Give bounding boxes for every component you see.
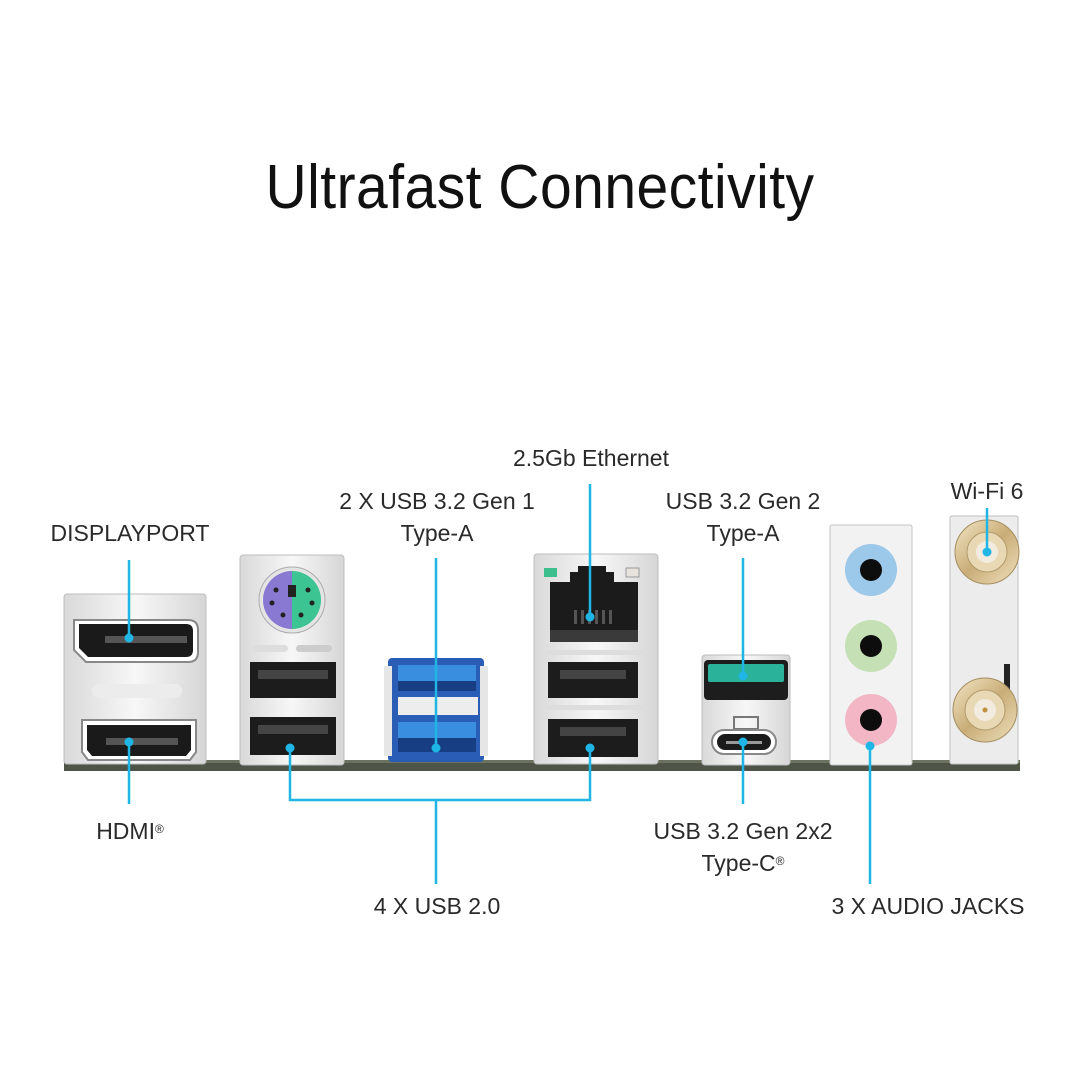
label-usb-type-c-line2: Type-C® bbox=[654, 847, 833, 879]
displayport-port bbox=[73, 619, 199, 663]
label-usb32-gen1-line2: Type-A bbox=[400, 520, 474, 546]
ethernet-port bbox=[550, 566, 638, 642]
callout-lines bbox=[127, 484, 989, 884]
displayport-hdmi-block bbox=[63, 593, 207, 765]
ps2-port bbox=[258, 566, 326, 634]
label-usb32-gen2-line1: USB 3.2 Gen 2 bbox=[665, 488, 821, 514]
pcb-edge bbox=[64, 760, 1020, 771]
registered-mark: ® bbox=[775, 854, 785, 868]
hdmi-port bbox=[81, 719, 197, 761]
ps2-usb20-block bbox=[239, 554, 345, 766]
registered-mark: ® bbox=[154, 822, 164, 836]
usb20-port bbox=[548, 662, 638, 698]
label-wifi: Wi-Fi 6 bbox=[950, 478, 1024, 504]
label-usb-type-c-line1: USB 3.2 Gen 2x2 bbox=[653, 818, 833, 844]
audio-jack-pink bbox=[845, 694, 897, 746]
usb20-port bbox=[250, 662, 336, 698]
label-usb-type-c-text: Type-C bbox=[701, 850, 776, 876]
label-usb32-gen2-line2: Type-A bbox=[706, 520, 780, 546]
label-usb20: 4 X USB 2.0 bbox=[373, 893, 501, 919]
label-usb32-gen1: 2 X USB 3.2 Gen 1 Type-A bbox=[339, 485, 535, 549]
audio-jack-green bbox=[845, 620, 897, 672]
usb32-gen2-port bbox=[704, 660, 788, 700]
label-hdmi: HDMI® bbox=[96, 815, 164, 847]
label-usb32-gen1-line1: 2 X USB 3.2 Gen 1 bbox=[339, 488, 535, 514]
label-hdmi-text: HDMI bbox=[96, 818, 155, 844]
wifi-antenna-connector bbox=[952, 677, 1018, 743]
label-audio-jacks: 3 X AUDIO JACKS bbox=[831, 893, 1025, 919]
label-usb-type-c: USB 3.2 Gen 2x2 Type-C® bbox=[654, 815, 833, 879]
label-displayport: DISPLAYPORT bbox=[50, 520, 210, 546]
wifi-block bbox=[949, 515, 1020, 765]
callout-usb20 bbox=[288, 748, 592, 802]
ethernet-usb20-block bbox=[533, 553, 659, 765]
usb32-gen2-typec-block bbox=[701, 654, 791, 766]
page-title: Ultrafast Connectivity bbox=[265, 153, 815, 222]
audio-block bbox=[829, 524, 913, 766]
label-ethernet: 2.5Gb Ethernet bbox=[513, 445, 669, 471]
label-usb32-gen2: USB 3.2 Gen 2 Type-A bbox=[666, 485, 821, 549]
audio-jack-blue bbox=[845, 544, 897, 596]
